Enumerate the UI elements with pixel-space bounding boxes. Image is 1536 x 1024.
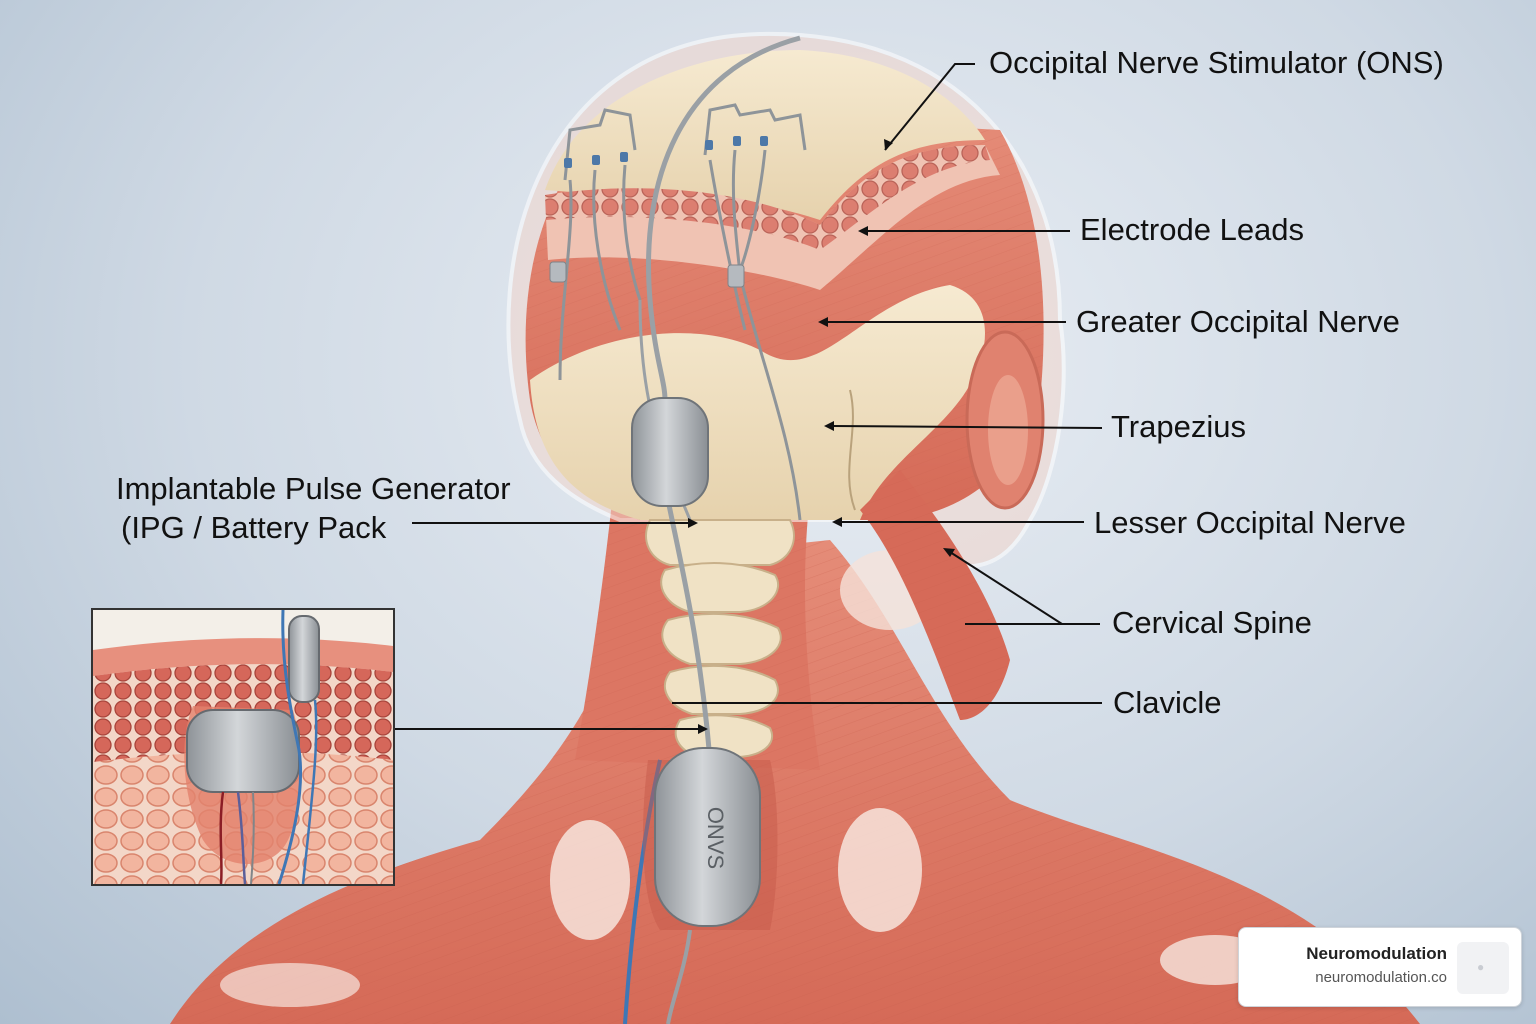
- label-ons: Occipital Nerve Stimulator (ONS): [989, 45, 1444, 80]
- label-greater-occipital-nerve: Greater Occipital Nerve: [1076, 304, 1400, 339]
- ipg-detail-inset: [91, 608, 395, 886]
- main-lead: [646, 35, 801, 401]
- label-ipg-line2: (IPG / Battery Pack: [121, 510, 387, 545]
- label-ipg-line1: Implantable Pulse Generator: [116, 471, 511, 506]
- device-text: ONVS: [703, 807, 728, 869]
- shoulder-fibers: [170, 540, 1420, 1024]
- label-electrode-leads: Electrode Leads: [1080, 212, 1305, 247]
- tendon-patch-left: [550, 820, 630, 940]
- placeholder-logo-icon: ●: [1457, 942, 1509, 994]
- label-lesser-occipital-nerve: Lesser Occipital Nerve: [1094, 505, 1406, 540]
- lead-connector-right: [727, 264, 745, 288]
- electrode-array-left: [558, 108, 642, 381]
- label-clavicle: Clavicle: [1113, 685, 1222, 720]
- lead-grey-bottom: [666, 929, 692, 1024]
- lead-extension-connector: [631, 397, 709, 507]
- brand-url: neuromodulation.co: [1315, 969, 1447, 986]
- leader-trapezius: [831, 425, 1103, 429]
- arrowheads: [688, 139, 955, 734]
- label-trapezius: Trapezius: [1111, 409, 1246, 444]
- implanted-pulse-generator: [654, 747, 761, 927]
- brand-title: Neuromodulation: [1306, 944, 1447, 963]
- suture-line: [848, 389, 856, 511]
- tendon-patch-shoulder-left: [220, 963, 360, 1007]
- tendon-patch-right: [838, 808, 922, 932]
- leader-ons: [884, 63, 975, 151]
- leader-lines: [392, 63, 1103, 730]
- brand-card[interactable]: Neuromodulation neuromodulation.co ●: [1238, 927, 1522, 1007]
- inset-illustration: [93, 610, 393, 884]
- inset-ipg-device: [186, 709, 300, 793]
- label-cervical-spine: Cervical Spine: [1112, 605, 1312, 640]
- lead-connector-left: [549, 261, 567, 283]
- skull-cap: [545, 50, 985, 220]
- inset-connector: [288, 615, 320, 703]
- electrode-contacts: [564, 136, 768, 168]
